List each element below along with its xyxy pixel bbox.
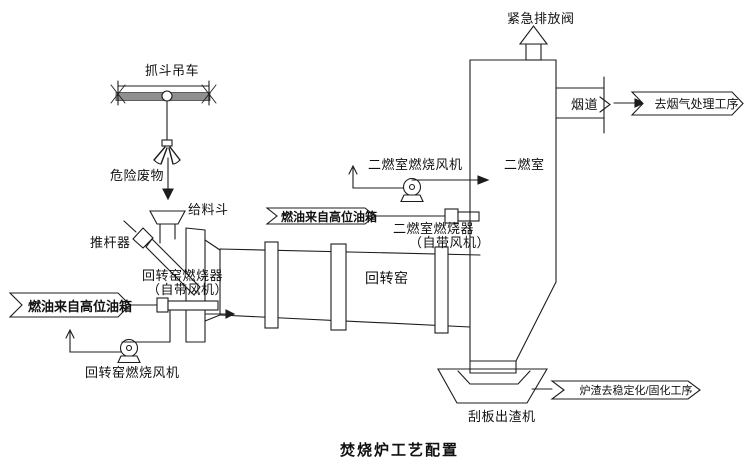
rotary-kiln-label: 回转窑 xyxy=(365,270,409,286)
emergency-vent-icon xyxy=(518,25,549,61)
grab-bucket-icon xyxy=(153,139,181,165)
secondary-fan-label: 二燃室燃烧风机 xyxy=(368,157,463,172)
pusher-label: 推杆器 xyxy=(90,235,131,250)
kiln-fan-label: 回转窑燃烧风机 xyxy=(85,365,180,380)
flue-label: 烟道 xyxy=(571,97,599,112)
banner-fuel-to-kiln-burner xyxy=(8,292,131,318)
secondary-chamber xyxy=(469,59,557,374)
secondary-burner-label-line2: （自带风机） xyxy=(409,235,491,250)
pusher-ram xyxy=(123,220,201,296)
banner-to-flue-gas-treatment xyxy=(630,91,744,116)
slag-to-stabilization-banner-text: 炉渣去稳定化/固化工序 xyxy=(579,385,693,397)
emergency-valve-label: 紧急排放阀 xyxy=(507,11,575,26)
kiln-burner xyxy=(129,297,236,319)
hazardous-waste-label: 危险废物 xyxy=(110,168,165,183)
fuel-to-sec-burner-banner-text: 燃油来自高位油箱 xyxy=(280,209,377,224)
banner-slag-to-stabilization xyxy=(550,380,701,400)
kiln-combustion-fan xyxy=(65,309,171,364)
to-flue-gas-treatment-banner-text: 去烟气处理工序 xyxy=(654,97,739,111)
kiln-burner-label-line1: 回转窑燃烧器 xyxy=(142,268,224,283)
banner-fuel-to-sec-burner xyxy=(265,207,376,225)
grab-crane xyxy=(110,80,217,141)
secondary-chamber-label: 二燃室 xyxy=(504,157,545,172)
secondary-burner-label-line1: 二燃室燃烧器 xyxy=(393,221,475,236)
fuel-to-kiln-burner-banner-text: 燃油来自高位油箱 xyxy=(27,298,132,314)
waste-drop-arrow xyxy=(162,157,174,201)
kiln-burner-label-line2: （自带风机） xyxy=(147,282,229,297)
crane-label: 抓斗吊车 xyxy=(145,63,200,78)
scraper-trough xyxy=(437,368,553,404)
scraper-label: 刮板出渣机 xyxy=(468,409,536,424)
secondary-burner xyxy=(374,208,480,224)
feed-hopper-label: 给料斗 xyxy=(188,202,229,217)
feed-hopper xyxy=(149,210,186,244)
diagram-title: 焚烧炉工艺配置 xyxy=(340,442,460,459)
rotary-kiln xyxy=(219,241,481,334)
secondary-combustion-fan xyxy=(348,164,490,203)
flue-duct xyxy=(555,76,646,134)
